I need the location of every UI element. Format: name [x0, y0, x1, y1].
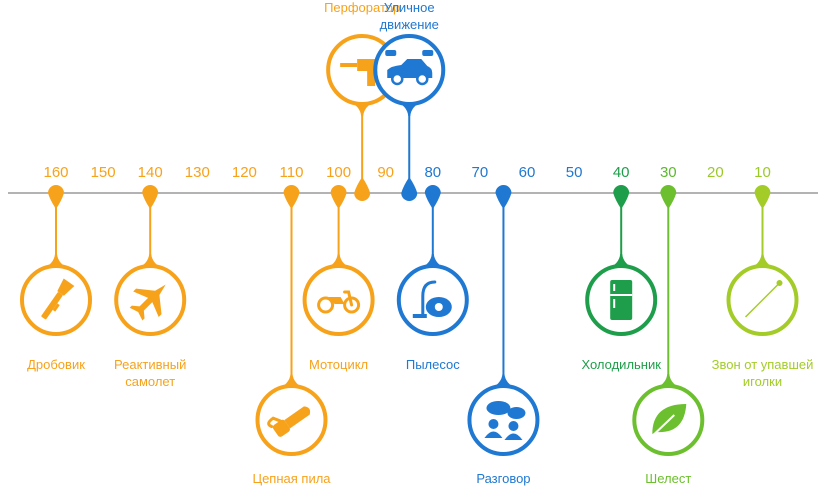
- axis-marker: [495, 185, 512, 209]
- needle-icon: [744, 280, 783, 318]
- axis-marker: [142, 185, 159, 209]
- scale-tick-label: 110: [280, 164, 304, 181]
- scale-tick-label: 20: [707, 164, 724, 181]
- axis-marker: [424, 185, 441, 209]
- conversation-icon: [484, 401, 526, 440]
- source-label: Шелестлистьев: [644, 471, 692, 486]
- source-circle: [467, 384, 540, 456]
- scale-tick-label: 40: [613, 164, 630, 181]
- scale-tick-label: 60: [519, 164, 536, 181]
- scale-tick-label: 10: [754, 164, 771, 181]
- scale-tick-label: 150: [91, 164, 116, 181]
- axis-marker: [754, 185, 771, 209]
- source-label: Перфоратор: [324, 0, 400, 15]
- scale-tick-label: 50: [566, 164, 583, 181]
- scale-tick-label: 90: [377, 164, 394, 181]
- scale-tick-label: 160: [43, 164, 68, 181]
- axis-marker: [660, 185, 677, 209]
- scale-tick-label: 140: [138, 164, 163, 181]
- axis-marker: [48, 185, 64, 209]
- noise-source: Дробовик: [20, 185, 92, 372]
- motorcycle-icon: [317, 290, 361, 314]
- noise-source: Мотоцикл: [302, 185, 375, 372]
- noise-source: Шелестлистьев: [632, 185, 705, 486]
- noise-source: Цепная пила: [252, 185, 331, 486]
- axis-marker: [613, 185, 630, 209]
- jet-icon: [129, 284, 166, 321]
- scale-ticks: 160 150 140 130 120 110 100 90 80 70 60 50 40 30 20 10: [43, 164, 770, 181]
- traffic-icon: [385, 50, 434, 86]
- leaf-icon: [651, 404, 687, 437]
- source-label: Дробовик: [27, 357, 85, 372]
- source-label: Пылесос: [406, 357, 460, 372]
- noise-source: Разговор: [467, 185, 540, 486]
- source-label: Разговор: [476, 471, 530, 486]
- vacuum-icon: [412, 280, 452, 318]
- axis-marker: [354, 177, 371, 201]
- scale-tick-label: 80: [424, 164, 441, 181]
- chainsaw-icon: [267, 406, 311, 437]
- source-label: Цепная пила: [252, 471, 331, 486]
- scale-tick-label: 100: [326, 164, 351, 181]
- noise-source: Холодильник: [581, 185, 661, 372]
- axis-marker: [330, 185, 347, 209]
- source-label: Холодильник: [581, 357, 661, 372]
- scale-tick-label: 130: [185, 164, 210, 181]
- axis-marker: [283, 185, 300, 209]
- scale-tick-label: 30: [660, 164, 677, 181]
- axis-marker: [401, 177, 418, 201]
- fridge-icon: [610, 280, 633, 320]
- scale-tick-label: 70: [472, 164, 489, 181]
- source-label: Мотоцикл: [309, 357, 368, 372]
- scale-tick-label: 120: [232, 164, 257, 181]
- noise-source: Пылесос: [396, 185, 469, 372]
- shotgun-icon: [41, 278, 75, 320]
